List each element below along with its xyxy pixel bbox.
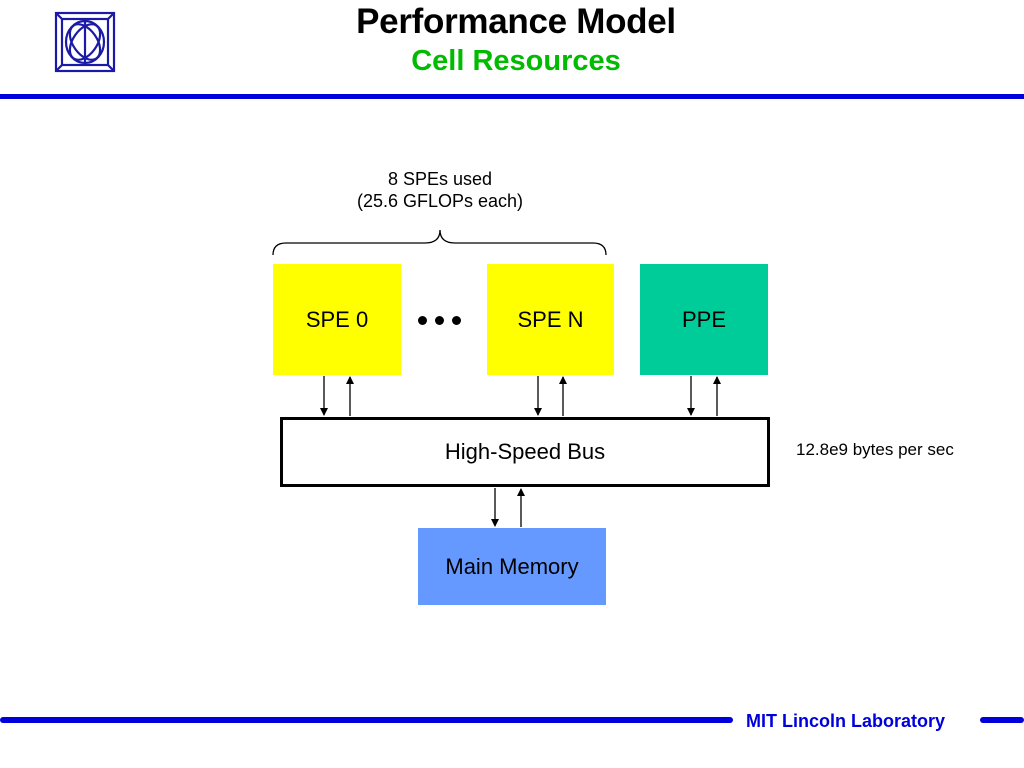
- page-title: Performance Model: [356, 2, 676, 41]
- lincoln-lab-logo-icon: [54, 11, 116, 73]
- high-speed-bus-box: High-Speed Bus: [280, 417, 770, 487]
- header-divider: [0, 94, 1024, 99]
- bus-label: High-Speed Bus: [444, 439, 606, 464]
- ppe-box: PPE: [640, 264, 768, 375]
- bus-bandwidth-label: 12.8e9 bytes per sec: [796, 440, 954, 459]
- spen-box: SPE N: [487, 264, 614, 375]
- memory-label: Main Memory: [445, 553, 579, 579]
- spe-group-brace: [272, 229, 607, 256]
- footer-divider-left: [0, 717, 733, 723]
- spen-label: SPE N: [517, 306, 584, 332]
- annotation-line-1: 8 SPEs used: [387, 169, 493, 189]
- ellipsis-dot-2: [435, 316, 444, 325]
- spe-count-annotation: 8 SPEs used (25.6 GFLOPs each): [300, 168, 580, 212]
- annotation-line-2: (25.6 GFLOPs each): [356, 191, 524, 211]
- footer-divider-right: [980, 717, 1024, 723]
- main-memory-box: Main Memory: [418, 528, 606, 605]
- ellipsis-dot-1: [418, 316, 427, 325]
- spe0-box: SPE 0: [273, 264, 401, 375]
- ppe-label: PPE: [681, 306, 727, 332]
- ellipsis-dot-3: [452, 316, 461, 325]
- spe0-label: SPE 0: [305, 306, 369, 332]
- page-subtitle: Cell Resources: [411, 45, 621, 77]
- footer-organization: MIT Lincoln Laboratory: [746, 711, 946, 731]
